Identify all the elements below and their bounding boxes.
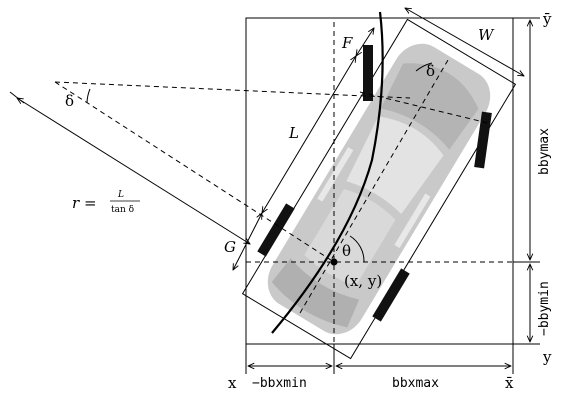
radius-arrow	[17, 98, 250, 244]
W-arrow	[405, 8, 524, 76]
label-delta-top: δ	[426, 62, 435, 80]
label-theta: θ	[342, 242, 351, 260]
label-r: r =	[72, 194, 97, 212]
label-delta-left: δ	[65, 92, 74, 110]
rear-right-wheel	[372, 268, 410, 322]
delta-arc-left	[86, 88, 91, 104]
rear-left-wheel	[257, 203, 295, 257]
car-body	[241, 18, 517, 360]
F-arrow	[356, 28, 374, 56]
dimension-arrows	[9, 8, 540, 374]
wheels	[257, 45, 492, 322]
label-point: (x, y)	[344, 272, 382, 290]
label-bbxmax: bbxmax	[392, 376, 439, 391]
label-r-denominator: tan δ	[111, 205, 134, 215]
L-arrow	[262, 56, 356, 213]
label-r-numerator: L	[117, 190, 124, 200]
label-x-under: x	[228, 374, 237, 392]
trajectory-curve	[271, 11, 384, 334]
front-left-wheel	[363, 45, 373, 101]
label-y-bar: ȳ	[542, 10, 552, 28]
reference-point	[330, 258, 338, 266]
front-right-wheel	[474, 111, 492, 169]
label-neg-bbymin: −bbymin	[537, 281, 552, 336]
label-W: W	[478, 26, 495, 44]
label-G: G	[224, 238, 236, 256]
label-neg-bbxmin: −bbxmin	[252, 376, 307, 391]
theta-arc	[349, 235, 365, 263]
label-x-bar: x̄	[505, 374, 514, 392]
label-F: F	[341, 34, 353, 52]
label-y-under: y	[542, 348, 552, 366]
G-arrow	[233, 213, 262, 270]
label-bbymax: bbymax	[537, 128, 552, 175]
label-L: L	[288, 124, 299, 142]
